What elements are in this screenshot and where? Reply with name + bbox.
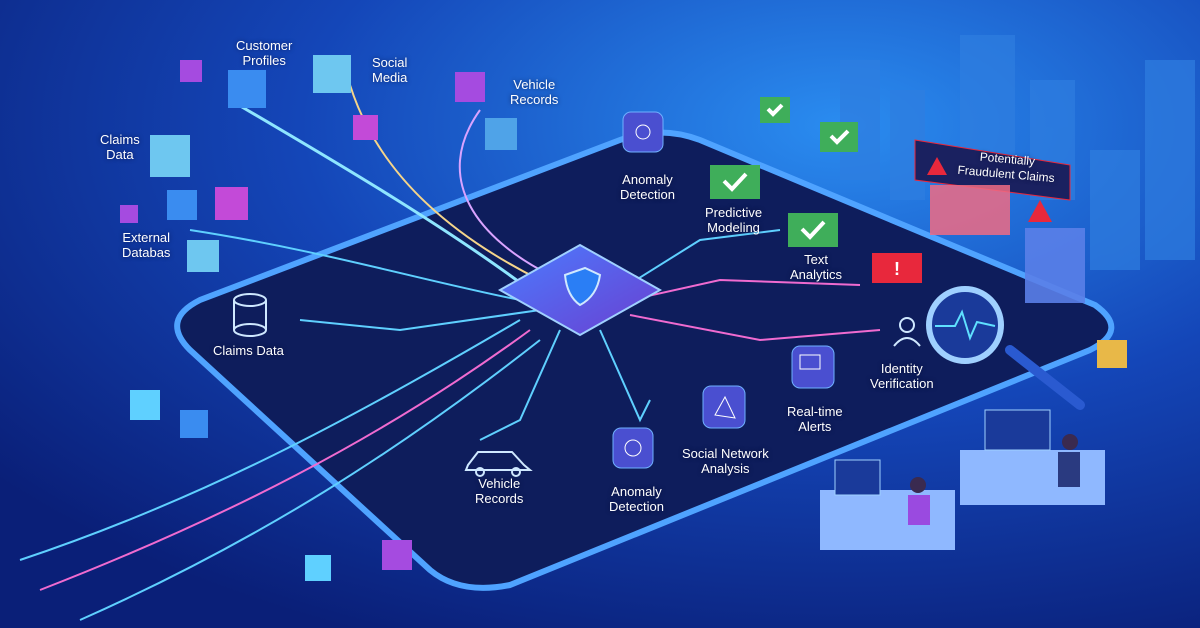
magnifier-pulse-icon	[926, 286, 1085, 410]
label-external-databases: External Databas	[122, 230, 171, 260]
label-social-network-analysis: Social Network Analysis	[682, 446, 769, 476]
label-identity-verification: Identity Verification	[870, 361, 934, 391]
database-icon	[233, 293, 267, 337]
data-streams	[19, 84, 881, 621]
fraud-alert-panels	[914, 139, 1085, 303]
alert-flag-icon: !	[872, 253, 922, 283]
label-real-time-alerts: Real-time Alerts	[787, 404, 843, 434]
neural-network-icon	[612, 111, 664, 469]
network-graph-icon	[702, 385, 746, 429]
label-predictive-modeling: Predictive Modeling	[705, 205, 763, 235]
label-anomaly-detection-bottom: Anomaly Detection	[609, 484, 664, 514]
label-customer-profiles: Customer Profiles	[236, 38, 293, 68]
data-cubes	[120, 55, 517, 581]
warning-icon	[927, 157, 947, 175]
warning-icon	[1028, 200, 1052, 222]
shield-icon	[563, 266, 602, 307]
checkmark-flag-icon	[710, 97, 858, 247]
analyst-workstations	[820, 340, 1127, 550]
person-icon	[893, 317, 921, 347]
label-text-analytics: Text Analytics	[790, 252, 843, 282]
label-vehicle-records-top: Vehicle Records	[510, 77, 559, 107]
label-social-media: Social Media	[372, 55, 408, 85]
gold-box	[1097, 340, 1127, 368]
chat-shield-icon	[791, 345, 835, 389]
car-icon	[464, 451, 533, 477]
circuit-board	[174, 129, 1115, 591]
svg-text:!: !	[894, 259, 900, 279]
label-claims-data-top: Claims Data	[100, 132, 140, 162]
central-chip	[497, 243, 663, 337]
label-vehicle-records-board: Vehicle Records	[475, 476, 524, 506]
label-anomaly-detection-top: Anomaly Detection	[620, 172, 675, 202]
label-claims-data-board: Claims Data	[213, 343, 284, 358]
